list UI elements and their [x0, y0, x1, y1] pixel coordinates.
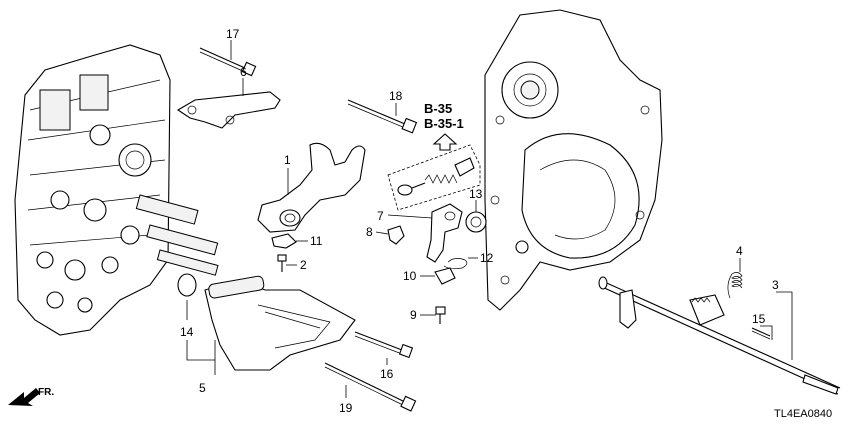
- front-arrow-icon: [8, 388, 40, 406]
- spring-4: [727, 272, 743, 299]
- callout-17: 17: [226, 27, 240, 41]
- reference-arrow: [432, 133, 458, 151]
- lever-7: [426, 203, 463, 263]
- leader-lines: [186, 40, 793, 398]
- callout-8: 8: [366, 225, 373, 239]
- detent-spring-assembly: [387, 144, 481, 211]
- diagram-code: TL4EA0840: [774, 408, 832, 420]
- callout-4: 4: [736, 244, 743, 258]
- reference-b35-1: B-35-1: [424, 116, 464, 131]
- direction-label: FR.: [38, 387, 54, 398]
- shift-fork-1: [257, 142, 366, 233]
- bolt-9: [435, 306, 446, 324]
- bolt-17: [199, 47, 257, 77]
- callout-6: 6: [240, 65, 247, 79]
- reference-b35: B-35: [424, 101, 452, 116]
- callout-15: 15: [752, 312, 766, 326]
- stopper-10: [434, 267, 456, 285]
- callout-3: 3: [772, 278, 779, 292]
- transmission-housing: [484, 9, 663, 311]
- callout-12: 12: [480, 251, 494, 265]
- callout-11: 11: [310, 234, 323, 248]
- bolt-18: [347, 99, 418, 134]
- callout-7: 7: [377, 209, 384, 223]
- front-direction-indicator: FR.: [8, 387, 54, 406]
- shift-shaft-3: [598, 276, 841, 395]
- bearing-13: [465, 211, 487, 233]
- callout-1: 1: [284, 153, 291, 167]
- callout-13: 13: [469, 187, 483, 201]
- strainer-5: [204, 275, 356, 371]
- callout-18: 18: [389, 89, 403, 103]
- callout-labels: 17 6 18 1 11 2 14 5 16 19 7 8 13 10 12 9…: [180, 27, 779, 415]
- bolt-16: [354, 331, 414, 359]
- callout-9: 9: [410, 308, 417, 322]
- callout-10: 10: [403, 269, 417, 283]
- callout-5: 5: [199, 381, 206, 395]
- clip-12: [443, 258, 468, 270]
- callout-2: 2: [300, 258, 307, 272]
- spring-pin-15: [751, 327, 771, 340]
- callout-14: 14: [180, 325, 194, 339]
- clip-11: [271, 233, 297, 249]
- bolt-2: [277, 254, 287, 272]
- valve-body: [14, 44, 219, 336]
- callout-16: 16: [380, 367, 394, 381]
- bracket-6: [176, 91, 281, 129]
- bolt-19: [324, 362, 417, 412]
- callout-19: 19: [339, 401, 353, 415]
- o-ring-14: [177, 273, 197, 297]
- pin-8: [387, 225, 405, 245]
